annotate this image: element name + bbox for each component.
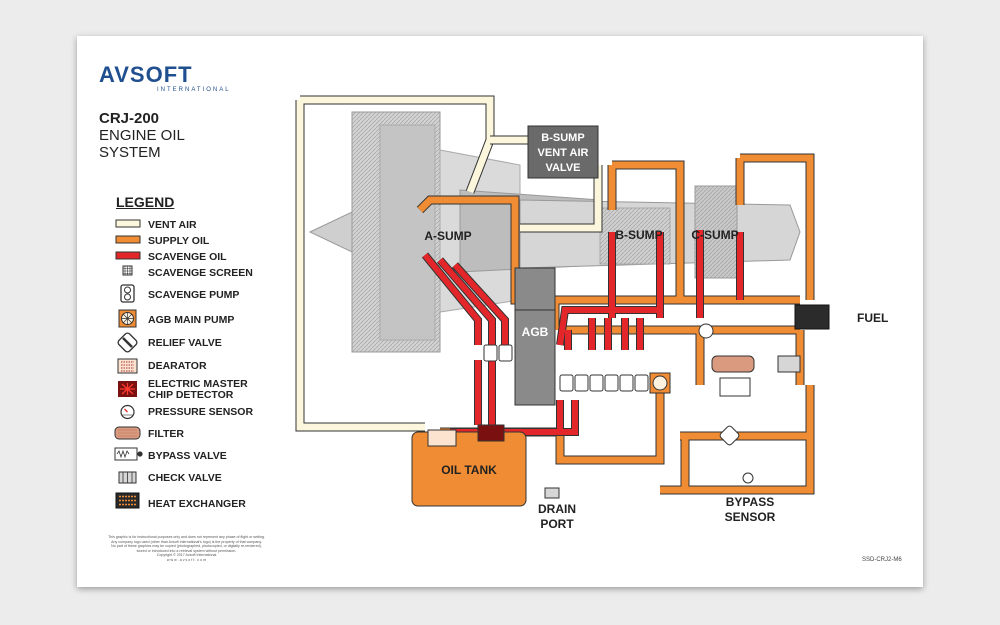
vent-air-lines [295,95,603,432]
legend-label-scavenge-pump: SCAVENGE PUMP [148,289,240,301]
scavenge-oil-swatch [115,251,141,260]
legend-label-pressure-sensor: PRESSURE SENSOR [148,406,254,418]
diagram-title: CRJ-200 ENGINE OIL SYSTEM [99,110,185,161]
disclaimer-line-6: w w w . a v s o f t . c o m [166,557,207,562]
scavenge-pump-icon [120,284,135,303]
legend-label-chip-detector-1: ELECTRIC MASTER [148,378,248,390]
bsump-vent-label-3: VALVE [545,162,580,174]
pressure-sensor [698,323,714,339]
legend-label-check-valve: CHECK VALVE [148,472,222,484]
relief-valve-icon [117,332,138,353]
oil-tank-label: OIL TANK [441,463,497,477]
title-line-2: ENGINE OIL [99,127,185,144]
legend-icons [114,219,143,509]
drain-port-label-2: PORT [540,517,574,531]
scavenge-screen-icon [122,265,133,276]
legend-label-vent-air: VENT AIR [148,219,197,231]
filter-icon [114,426,141,440]
chip-detector-icon [118,381,137,397]
heat-exchanger [794,304,830,330]
disclaimer-line-4: stored or introduced into a retrieval sy… [136,548,237,553]
agb-box [514,309,556,406]
c-sump-label: C-SUMP [691,228,738,242]
check-valve [777,355,801,373]
a-sump-label: A-SUMP [424,229,471,243]
relief-valve [719,425,740,446]
agb-label: AGB [522,325,549,339]
supply-oil-swatch [115,235,141,244]
chip-detector [477,424,505,442]
legend-label-scavenge-screen: SCAVENGE SCREEN [148,267,253,279]
bsump-vent-label-2: VENT AIR [538,147,589,159]
dearator-icon [117,358,138,374]
disclaimer-line-2: Any company logo used (other than Avsoft… [111,539,262,544]
bypass-sensor-label-1: BYPASS [726,495,774,509]
heat-exchanger-icon [115,492,140,509]
pressure-sensor-icon [120,404,135,420]
oil-tank [411,431,527,507]
legend-label-bypass-valve: BYPASS VALVE [148,450,227,462]
dearator [427,429,457,447]
disclaimer-line-5: Copyright © 2017 Avsoft International [156,553,217,558]
agb-upper [514,267,556,311]
bypass-valve-icon [114,447,143,461]
bsump-vent-air-valve-box [527,125,599,179]
vent-air-swatch [115,219,141,228]
legend-label-heat-exchanger: HEAT EXCHANGER [148,498,246,510]
drain-port [544,487,560,499]
legend-label-supply-oil: SUPPLY OIL [148,235,210,247]
legend-label-relief-valve: RELIEF VALVE [148,337,222,349]
oil-filter [711,355,755,373]
legend-label-filter: FILTER [148,428,184,440]
document-number: SSD-CRJ2-M6 [862,557,902,563]
disclaimer-line-1: This graphic is for instructional purpos… [108,535,265,539]
bsump-vent-label-1: B-SUMP [541,132,584,144]
legend-label-dearator: DEARATOR [148,360,207,372]
disclaimer: This graphic is for instructional purpos… [84,535,289,563]
scavenge-oil-lines [421,230,744,436]
title-line-3: SYSTEM [99,144,161,161]
fuel-label: FUEL [857,311,888,325]
legend-label-scavenge-oil: SCAVENGE OIL [148,251,227,263]
brand-name: AVSOFT [99,62,193,87]
scavenge-pump-group [483,344,649,392]
title-line-1: CRJ-200 [99,110,160,127]
bypass-valve [719,377,751,397]
legend-label-chip-detector-2: CHIP DETECTOR [148,389,234,401]
agb-main-pump-icon [118,309,137,328]
legend-label-agb-main-pump: AGB MAIN PUMP [148,314,235,326]
brand-sub: INTERNATIONAL [157,87,231,93]
b-sump-label: B-SUMP [615,228,662,242]
bypass-sensor-label-2: SENSOR [725,510,776,524]
drain-port-label-1: DRAIN [538,502,576,516]
bypass-sensor [742,472,754,484]
check-valve-icon [118,471,137,484]
avsoft-logo: AVSOFT INTERNATIONAL [99,62,229,93]
disclaimer-line-3: No part of these graphics may be copied … [111,544,262,549]
agb-main-pump [649,372,671,394]
legend-heading: LEGEND [116,194,175,210]
